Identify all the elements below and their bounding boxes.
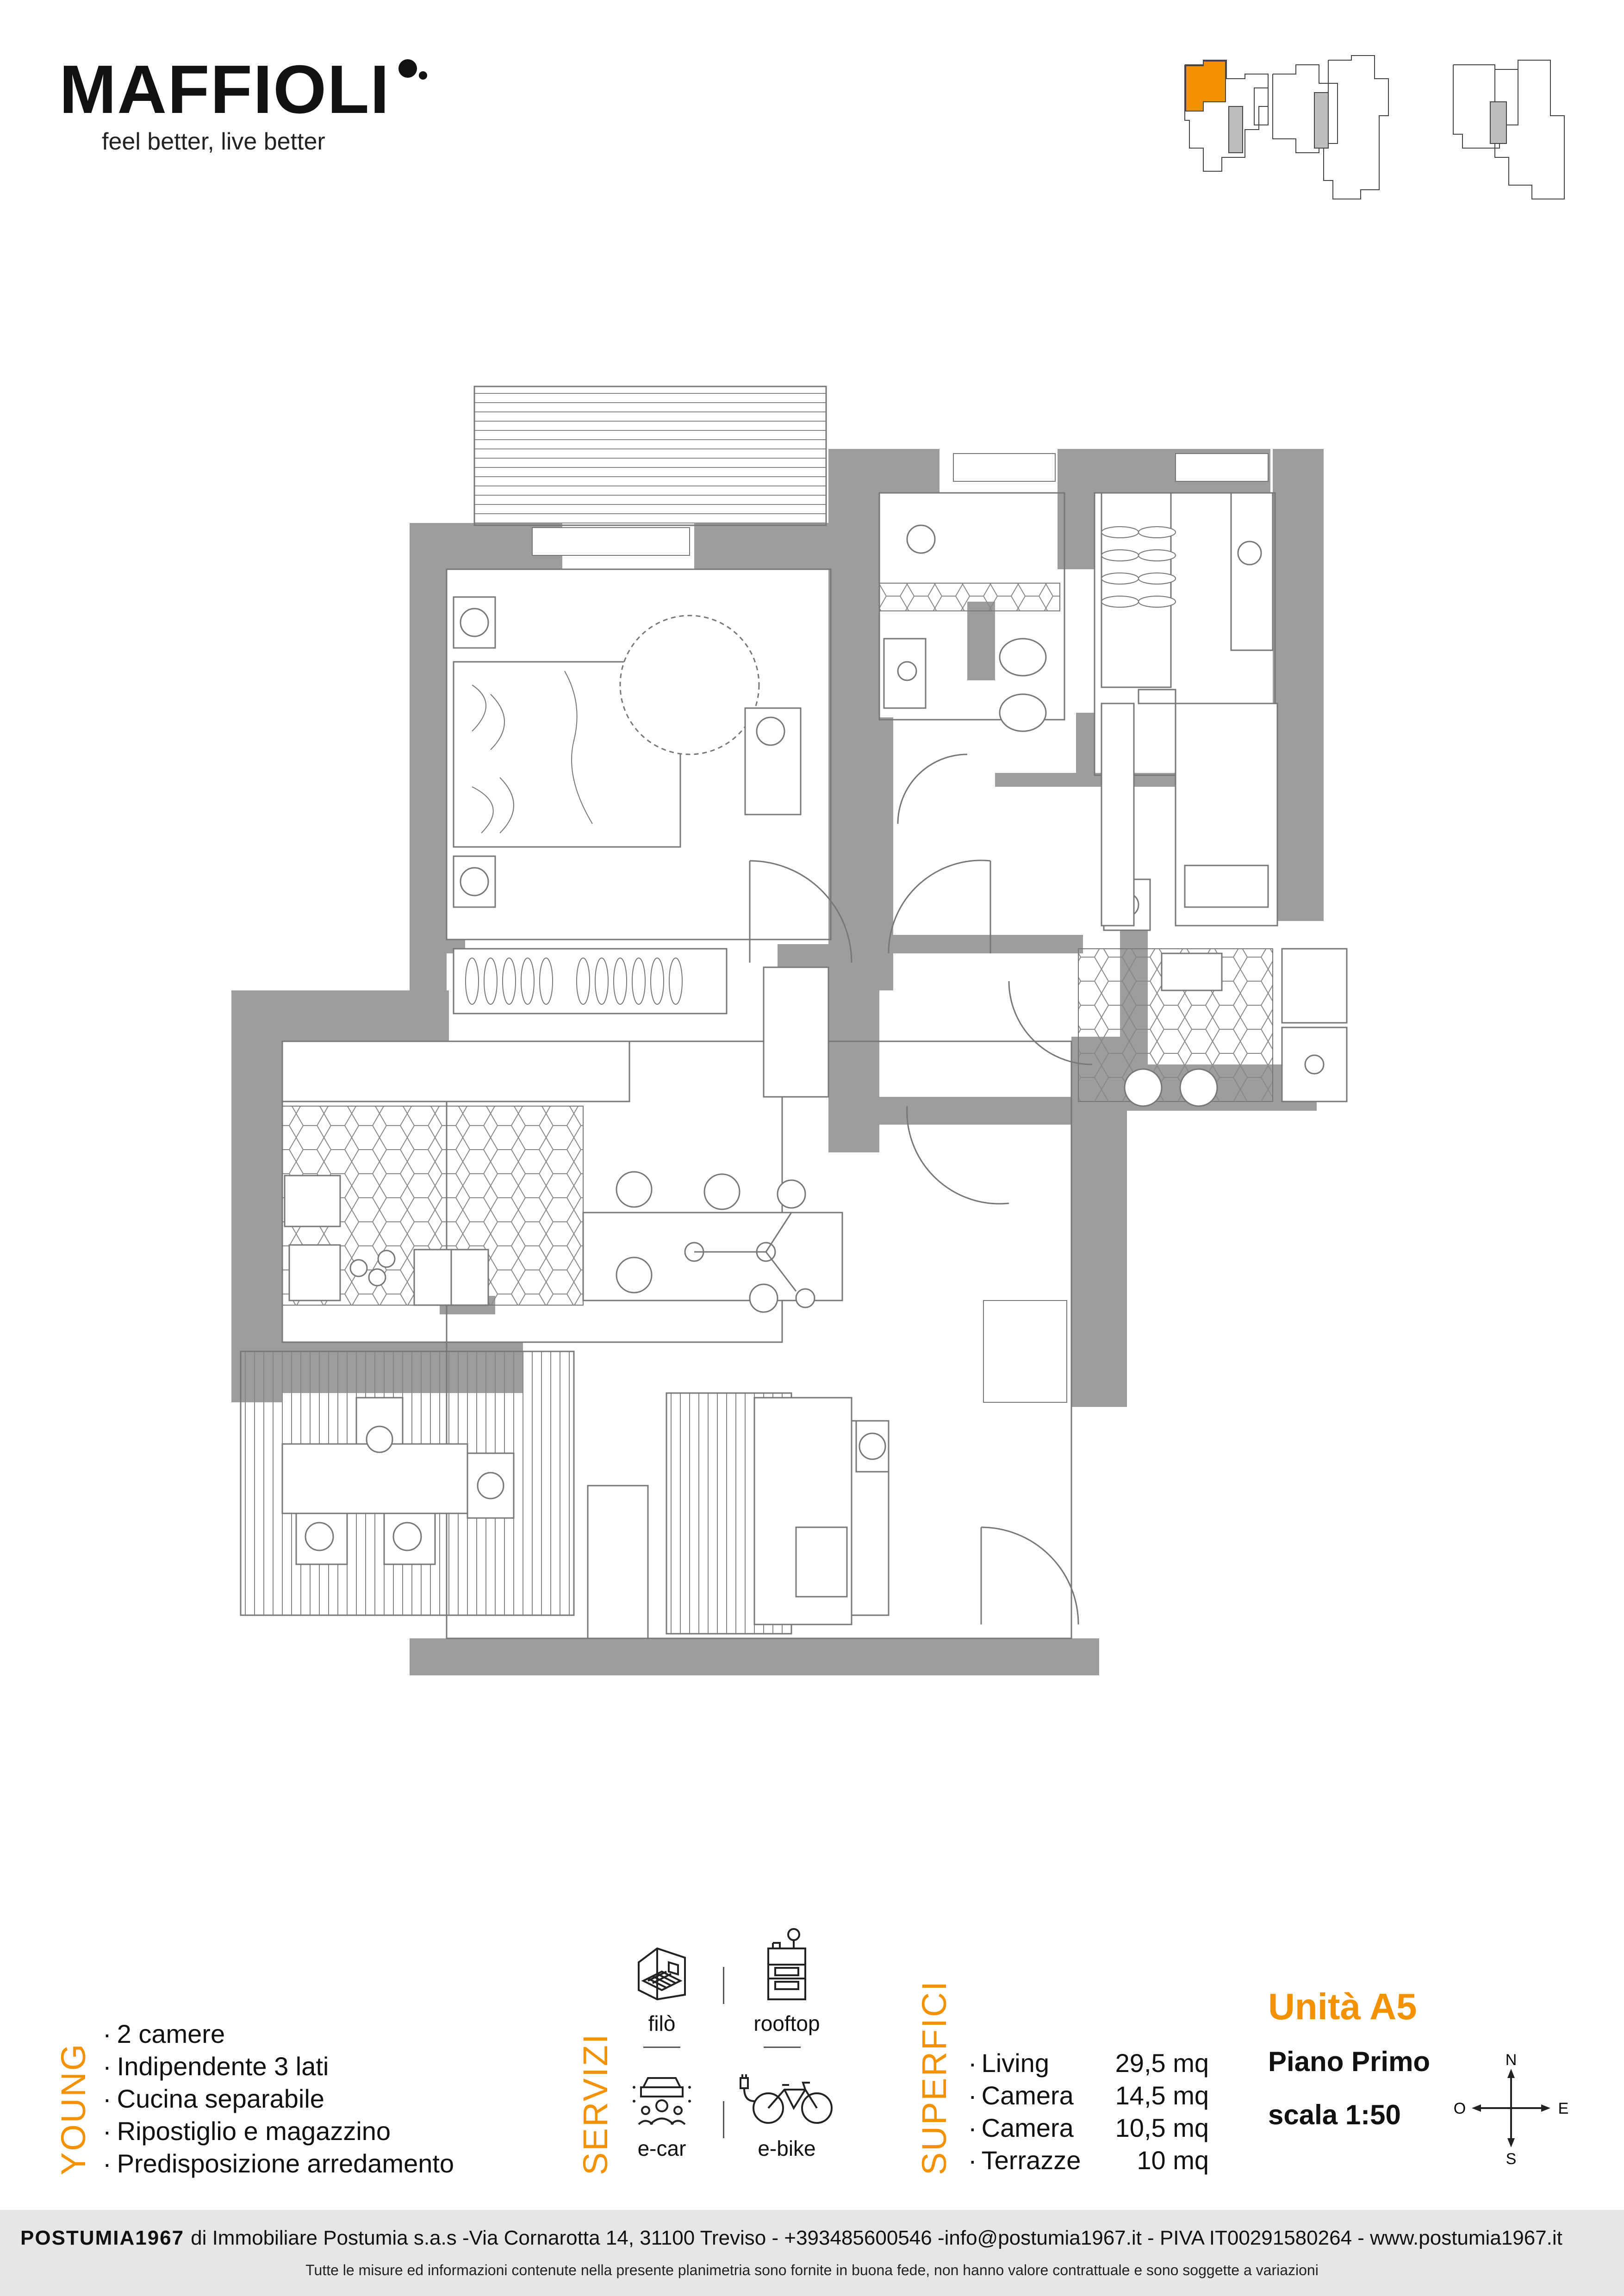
service-rooftop-label: rooftop xyxy=(753,2011,820,2035)
service-filo: filò xyxy=(606,1944,717,2036)
compass-south: S xyxy=(1506,2150,1517,2166)
highlighted-unit-marker xyxy=(1185,61,1226,112)
unit-title: Unità A5 xyxy=(1268,1986,1417,2027)
unit-floor: Piano Primo xyxy=(1268,2046,1431,2077)
service-divider xyxy=(643,2047,680,2048)
surface-row: Camera 10,5 mq xyxy=(968,2113,1209,2143)
walls xyxy=(231,449,1324,1675)
rooftop-icon xyxy=(767,1928,806,2000)
surface-value: 29,5 mq xyxy=(1115,2048,1209,2078)
service-e-car: e-car xyxy=(606,2069,717,2161)
compass-north: N xyxy=(1506,2051,1517,2069)
unit-scale: scala 1:50 xyxy=(1268,2099,1401,2130)
surface-row: Terrazze 10 mq xyxy=(968,2145,1209,2175)
surface-value: 14,5 mq xyxy=(1115,2081,1209,2110)
surface-name: Living xyxy=(968,2048,1049,2078)
footer-brand: POSTUMIA1967 xyxy=(20,2227,185,2249)
service-divider xyxy=(764,2047,801,2048)
young-item: Ripostiglio e magazzino xyxy=(103,2115,454,2147)
surface-row: Living 29,5 mq xyxy=(968,2048,1209,2078)
service-divider xyxy=(723,2101,724,2138)
service-filo-label: filò xyxy=(648,2011,676,2035)
footer: POSTUMIA1967 di Immobiliare Postumia s.a.… xyxy=(0,2210,1624,2296)
young-item: Indipendente 3 lati xyxy=(103,2050,454,2083)
surface-row: Camera 14,5 mq xyxy=(968,2080,1209,2110)
footer-disclaimer: Tutte le misure ed informazioni contenut… xyxy=(305,2262,1319,2278)
service-divider xyxy=(723,1967,724,2004)
young-feature-list: 2 camere Indipendente 3 lati Cucina sepa… xyxy=(103,2018,454,2180)
filo-building-icon xyxy=(638,1947,686,2001)
service-e-bike: e-bike xyxy=(731,2069,842,2161)
footer-contact: POSTUMIA1967 di Immobiliare Postumia s.a.… xyxy=(20,2227,1562,2250)
surface-name: Camera xyxy=(968,2081,1074,2110)
compass-rose-icon: N S E O xyxy=(1454,2051,1569,2166)
brand-logo: MAFFIOLI feel better, live better xyxy=(59,56,427,156)
young-label: YOUNG xyxy=(54,2042,93,2175)
surface-name: Terrazze xyxy=(968,2146,1081,2175)
superfici-label: SUPERFICI xyxy=(915,1980,953,2175)
floor-plan-drawing xyxy=(231,386,1348,1675)
young-item: Predisposizione arredamento xyxy=(103,2147,454,2180)
compass-west: O xyxy=(1454,2100,1466,2117)
surface-value: 10 mq xyxy=(1137,2146,1209,2175)
brand-name: MAFFIOLI xyxy=(59,51,390,128)
young-item: Cucina separabile xyxy=(103,2083,454,2115)
footer-info: di Immobiliare Postumia s.a.s -Via Corna… xyxy=(191,2227,1562,2249)
surface-name: Camera xyxy=(968,2113,1074,2142)
brand-dots-icon xyxy=(398,59,427,80)
compass-east: E xyxy=(1558,2100,1569,2117)
surface-value: 10,5 mq xyxy=(1115,2113,1209,2142)
service-rooftop: rooftop xyxy=(731,1925,842,2036)
brand-tagline: feel better, live better xyxy=(102,128,325,155)
info-band: YOUNG 2 camere Indipendente 3 lati Cucin… xyxy=(0,1928,1624,2203)
e-car-icon xyxy=(633,2077,691,2125)
key-plan-diagram xyxy=(1184,55,1565,199)
service-e-bike-label: e-bike xyxy=(758,2136,816,2160)
e-bike-icon xyxy=(740,2074,833,2124)
young-item: 2 camere xyxy=(103,2018,454,2050)
service-e-car-label: e-car xyxy=(637,2136,686,2160)
